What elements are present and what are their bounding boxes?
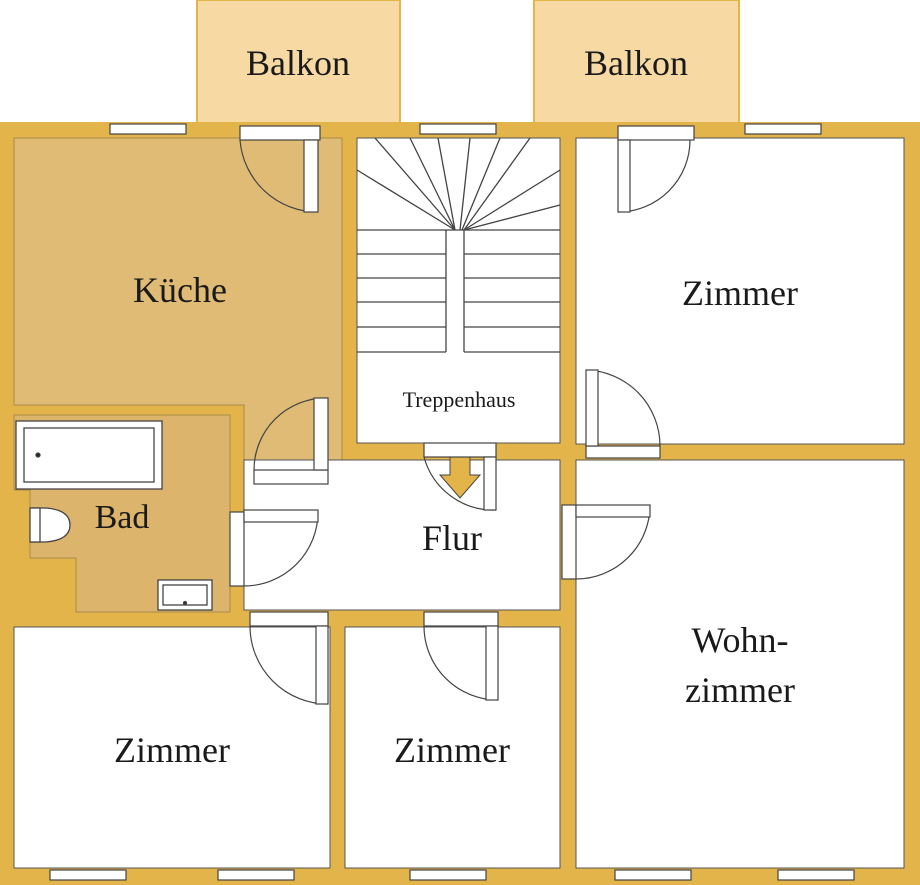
room-zimmer-bottom-middle xyxy=(344,626,561,869)
window xyxy=(409,869,487,881)
windows xyxy=(49,123,855,881)
label-balkon-right: Balkon xyxy=(584,43,688,83)
door xyxy=(617,125,695,141)
door xyxy=(253,469,329,485)
door xyxy=(249,611,329,627)
toilet xyxy=(31,507,71,543)
label-kueche: Küche xyxy=(133,270,227,310)
window xyxy=(109,123,187,135)
door xyxy=(423,611,499,627)
room-zimmer-top-right xyxy=(575,137,905,445)
label-flur: Flur xyxy=(422,518,482,558)
label-wohnzimmer-line1: Wohn- xyxy=(691,620,788,660)
door xyxy=(585,445,661,459)
window xyxy=(419,123,497,135)
door xyxy=(239,125,321,141)
label-treppenhaus: Treppenhaus xyxy=(403,387,516,412)
room-zimmer-bottom-left xyxy=(13,626,331,869)
label-zimmer-bottom-middle: Zimmer xyxy=(394,730,510,770)
label-zimmer-top-right: Zimmer xyxy=(682,273,798,313)
label-wohnzimmer-line2: zimmer xyxy=(685,670,795,710)
door xyxy=(423,442,497,458)
window xyxy=(49,869,127,881)
door xyxy=(229,511,245,587)
label-bad: Bad xyxy=(95,499,150,536)
door xyxy=(561,504,577,580)
bath-fixtures xyxy=(15,420,213,611)
window xyxy=(217,869,295,881)
room-wohnzimmer xyxy=(575,459,905,869)
label-zimmer-bottom-left: Zimmer xyxy=(114,730,230,770)
window xyxy=(777,869,855,881)
balcony-right xyxy=(533,0,740,127)
doors xyxy=(229,125,695,705)
room-treppenhaus xyxy=(356,137,561,444)
room-flur xyxy=(243,459,561,611)
window xyxy=(614,869,692,881)
balcony-left xyxy=(196,0,401,127)
window xyxy=(744,123,822,135)
label-balkon-left: Balkon xyxy=(246,43,350,83)
staircase xyxy=(356,137,561,353)
